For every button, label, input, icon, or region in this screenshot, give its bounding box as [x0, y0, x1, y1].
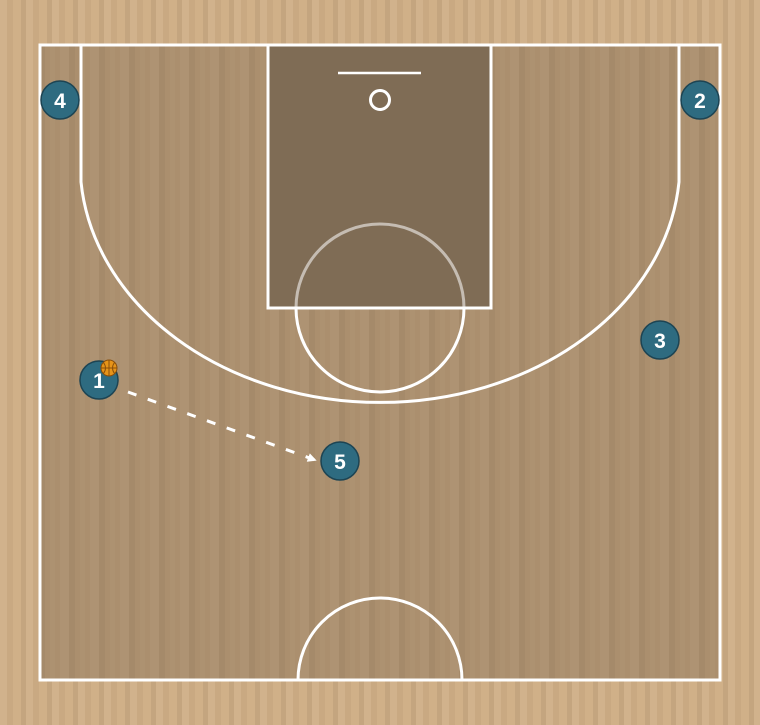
player-1[interactable]: 1	[79, 359, 119, 400]
player-4-label: 4	[54, 90, 66, 113]
basket-rim	[369, 89, 391, 111]
player-3-marker	[640, 320, 680, 360]
player-3[interactable]: 3	[640, 320, 680, 360]
free-throw-circle-top	[294, 222, 466, 309]
player-2-label: 2	[694, 90, 706, 113]
player-5-marker	[320, 441, 360, 481]
player-3-label: 3	[654, 330, 666, 353]
player-1-label: 1	[93, 370, 105, 393]
player-5-label: 5	[334, 451, 346, 474]
court-boundary	[38, 43, 722, 682]
player-4-marker	[40, 80, 80, 120]
player-5[interactable]: 5	[320, 441, 360, 481]
three-point-line	[79, 45, 681, 404]
player-2[interactable]: 2	[680, 80, 720, 120]
basketball-icon	[100, 359, 118, 377]
paint-area	[266, 43, 493, 310]
center-circle	[296, 596, 464, 681]
player-4[interactable]: 4	[40, 80, 80, 120]
free-throw-circle-bottom	[294, 307, 466, 394]
player-2-marker	[680, 80, 720, 120]
